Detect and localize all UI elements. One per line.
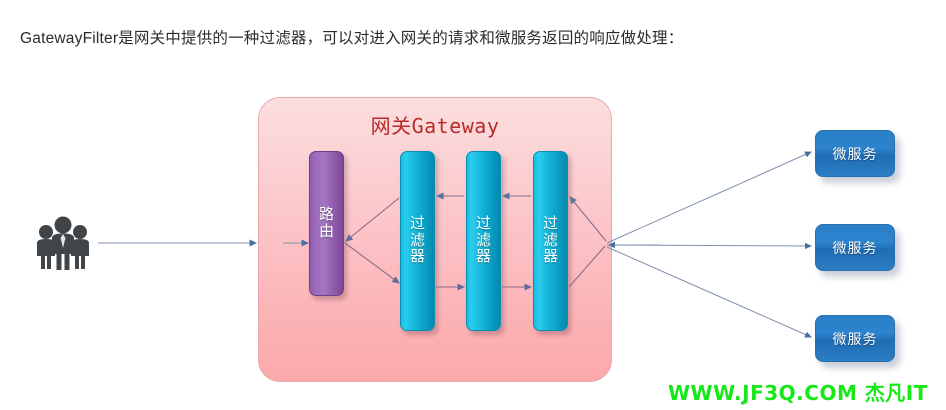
filter-label-1: 过滤器 — [409, 214, 425, 266]
microservice-label-1: 微服务 — [832, 145, 878, 162]
connector-hub-to-microservice3 — [606, 246, 812, 338]
microservice-box-3: 微服务 — [815, 315, 895, 362]
microservice-box-2: 微服务 — [815, 224, 895, 271]
microservice-label-2: 微服务 — [832, 239, 878, 256]
route-box: 路由 — [309, 151, 344, 296]
gateway-title: 网关Gateway — [370, 114, 500, 138]
watermark-text: WWW.JF3Q.COM 杰凡IT — [668, 381, 928, 405]
microservice-label-3: 微服务 — [832, 330, 878, 347]
people-group-icon — [32, 212, 94, 274]
connector-hub-to-microservice2 — [606, 242, 812, 250]
microservice-box-1: 微服务 — [815, 130, 895, 177]
filter-label-2: 过滤器 — [475, 214, 491, 266]
route-label: 路由 — [318, 205, 334, 240]
page-caption: GatewayFilter是网关中提供的一种过滤器，可以对进入网关的请求和微服务… — [20, 30, 684, 47]
connector-hub-to-microservice1 — [606, 151, 812, 244]
filter-box-1: 过滤器 — [400, 151, 435, 331]
filter-box-3: 过滤器 — [533, 151, 568, 331]
filter-label-3: 过滤器 — [542, 214, 558, 266]
filter-box-2: 过滤器 — [466, 151, 501, 331]
